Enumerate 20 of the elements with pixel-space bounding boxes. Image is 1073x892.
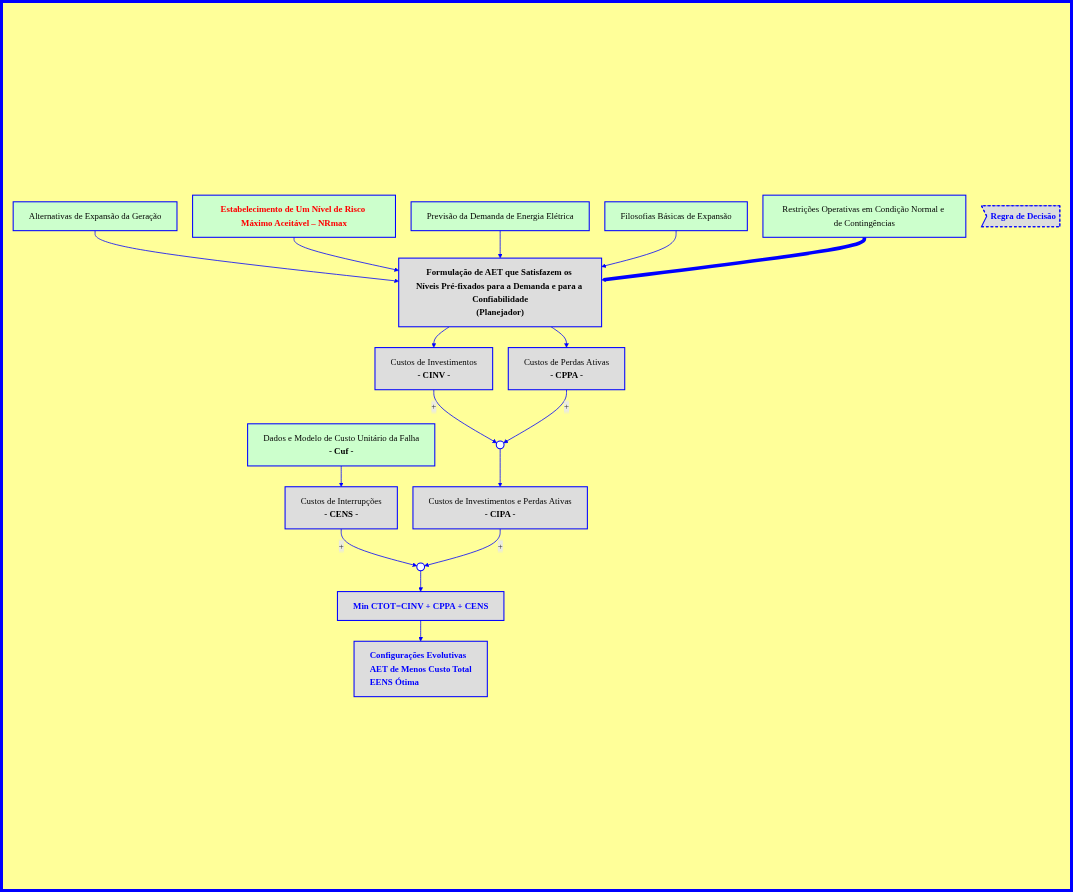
edge-label: + bbox=[431, 401, 437, 412]
node-box: Alternativas de Expansão da Geração bbox=[12, 201, 178, 232]
arrow bbox=[601, 237, 867, 282]
node-box: Restrições Operativas em Condição Normal e de Contingências bbox=[762, 194, 967, 238]
node-box: Filosofias Básicas de Expansão bbox=[604, 201, 748, 232]
node-box: Previsão da Demanda de Energia Elétrica bbox=[410, 201, 590, 232]
edge-label: + bbox=[497, 540, 503, 551]
node-box: Custos de Investimentos - CINV - bbox=[374, 347, 494, 391]
node-box: Custos de Perdas Ativas - CPPA - bbox=[507, 347, 626, 391]
node-box: Custos de Interrupções - CENS - bbox=[284, 486, 398, 530]
node-box: Configurações Evolutivas AET de Menos Custo Total EENS Ótima bbox=[353, 640, 488, 698]
node-circle bbox=[416, 562, 426, 572]
node-box: Estabelecimento de Um Nível de Risco Máximo Aceitável – NRmax bbox=[192, 194, 396, 238]
node-box: Min CTOT=CINV + CPPA + CENS bbox=[336, 591, 505, 622]
node-box: Custos de Investimentos e Perdas Ativas - CIPA - bbox=[412, 486, 588, 530]
node-box: Formulação de AET que Satisfazem os Níveis Pré-fixados para a Demanda e para a Confiabilidade (Planejador) bbox=[398, 257, 603, 328]
node-circle bbox=[495, 440, 505, 450]
node-box: Dados e Modelo de Custo Unitário da Falha - Cuf - bbox=[247, 423, 436, 467]
edge-label: + bbox=[338, 540, 344, 551]
edge-label: + bbox=[564, 401, 569, 412]
